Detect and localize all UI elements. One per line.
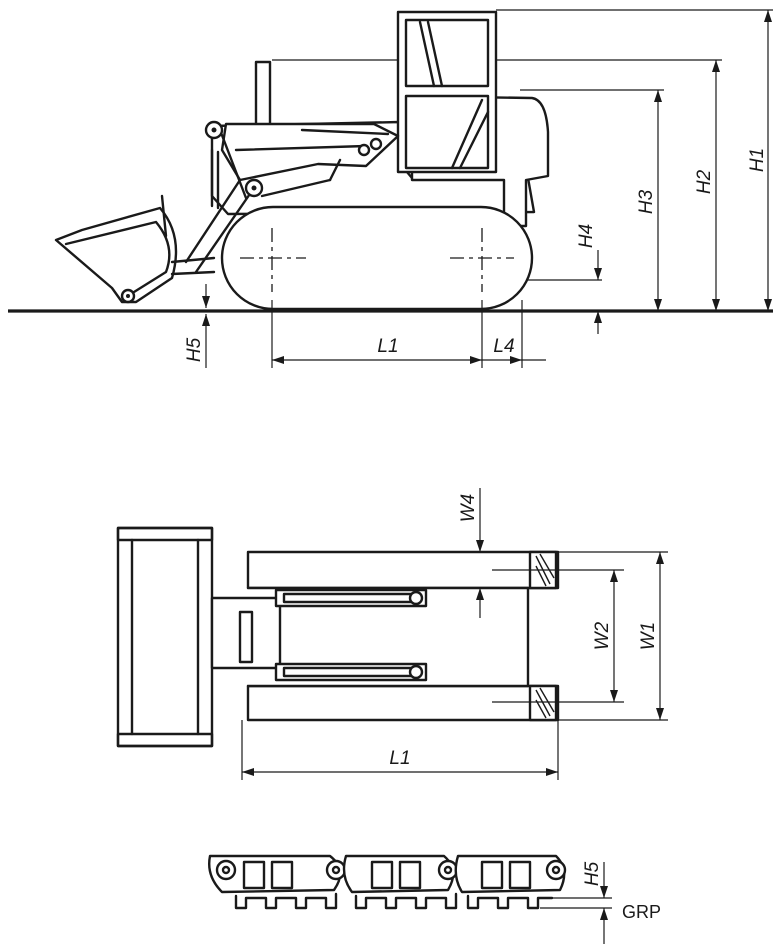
w1-dimension: W1 <box>558 551 668 721</box>
track-shoe-1 <box>208 854 347 910</box>
operator-cab <box>396 10 498 174</box>
w2-dimension: W2 <box>492 569 624 703</box>
track-shoe-3 <box>454 854 567 910</box>
center-frame-top <box>246 586 530 688</box>
h2-dimension: H2 <box>694 60 720 311</box>
track-chain-detail: H5 GRP <box>208 854 661 944</box>
h4-label: H4 <box>576 224 597 248</box>
detail-h5-dimension: H5 GRP <box>540 861 661 944</box>
grp-label: GRP <box>622 902 661 922</box>
h5-dimension: H5 <box>184 284 210 368</box>
l4-label: L4 <box>493 336 514 357</box>
lower-track-top <box>246 684 560 722</box>
loader-arm-assembly <box>184 120 400 274</box>
l1-top-label: L1 <box>389 748 410 769</box>
l4-dimension: L4 <box>482 300 546 368</box>
w4-label: W4 <box>458 494 479 523</box>
h5-label: H5 <box>184 337 205 362</box>
l1-label: L1 <box>377 336 398 357</box>
l1-dimension: L1 <box>271 300 483 368</box>
side-view: H1 H2 H3 H4 H5 <box>8 9 773 368</box>
top-view: W1 W2 W4 L1 <box>116 488 668 780</box>
w4-dimension: W4 <box>458 488 530 687</box>
bucket <box>54 194 216 304</box>
detail-h5-label: H5 <box>582 861 603 886</box>
h3-label: H3 <box>636 189 657 214</box>
h4-dimension: H4 <box>576 224 602 334</box>
h2-label: H2 <box>694 169 715 194</box>
h1-label: H1 <box>747 148 768 172</box>
w2-label: W2 <box>592 621 613 650</box>
upper-track-top <box>246 550 560 590</box>
bucket-top <box>116 526 214 748</box>
sprocket-lower <box>528 684 558 722</box>
w1-label: W1 <box>638 622 659 651</box>
arms-top <box>210 588 428 682</box>
h1-dimension: H1 <box>747 10 772 311</box>
track-shoe-2 <box>342 854 459 910</box>
exhaust-stack <box>254 60 272 130</box>
l1-top-dimension: L1 <box>241 720 559 780</box>
h3-dimension: H3 <box>636 90 662 311</box>
track-frame-side <box>220 205 534 311</box>
